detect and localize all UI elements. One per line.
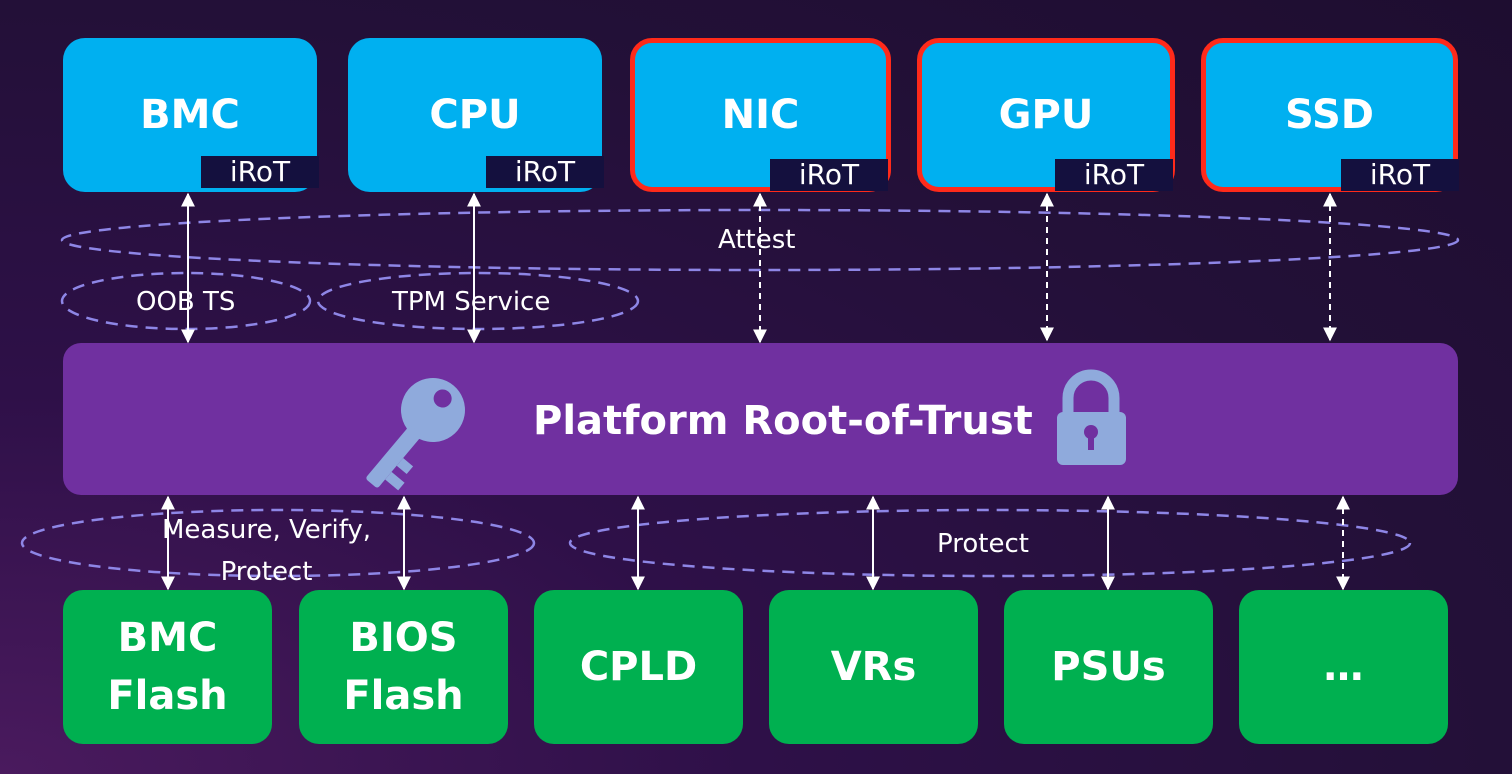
bmc-flash-label: BMC Flash xyxy=(107,615,228,719)
bmc-box: BMC iRoT xyxy=(63,38,319,192)
cpld-box: CPLD xyxy=(534,590,743,744)
bmc-label: BMC xyxy=(140,92,240,138)
cpu-irot-tag: iRoT xyxy=(486,156,604,188)
bios-flash-label: BIOS Flash xyxy=(343,615,464,719)
gpu-irot-tag: iRoT xyxy=(1055,159,1173,191)
bmc-flash-box: BMC Flash xyxy=(63,590,272,744)
psus-label: PSUs xyxy=(1051,644,1166,690)
more-components-box: … xyxy=(1239,590,1448,744)
ssd-irot-tag: iRoT xyxy=(1341,159,1459,191)
bios-flash-box: BIOS Flash xyxy=(299,590,508,744)
cpu-box: CPU iRoT xyxy=(348,38,604,192)
ssd-label: SSD xyxy=(1284,92,1375,138)
measure-verify-protect-label: Measure, Verify, Protect xyxy=(162,515,372,587)
gpu-box: GPU iRoT xyxy=(917,38,1175,192)
nic-label: NIC xyxy=(721,92,800,138)
bmc-irot-tag: iRoT xyxy=(201,156,319,188)
platform-root-of-trust: Platform Root-of-Trust xyxy=(63,343,1458,495)
protect-ellipse xyxy=(568,508,1412,578)
padlock-icon xyxy=(1057,369,1126,465)
nic-irot-tag: iRoT xyxy=(770,159,888,191)
vrs-box: VRs xyxy=(769,590,978,744)
tpm-service-label: TPM Service xyxy=(392,287,551,317)
platform-label: Platform Root-of-Trust xyxy=(533,398,1033,444)
attest-label: Attest xyxy=(718,225,796,255)
ssd-box: SSD iRoT xyxy=(1201,38,1459,192)
psus-box: PSUs xyxy=(1004,590,1213,744)
nic-box: NIC iRoT xyxy=(630,38,891,192)
gpu-label: GPU xyxy=(998,92,1094,138)
cpu-label: CPU xyxy=(429,92,521,138)
protect-label: Protect xyxy=(937,529,1029,559)
vrs-label: VRs xyxy=(830,644,917,690)
more-components-label: … xyxy=(1323,644,1364,690)
oob-ts-label: OOB TS xyxy=(136,287,236,317)
key-icon xyxy=(366,378,465,491)
cpld-label: CPLD xyxy=(579,644,698,690)
measure-verify-protect-ellipse xyxy=(20,508,536,578)
